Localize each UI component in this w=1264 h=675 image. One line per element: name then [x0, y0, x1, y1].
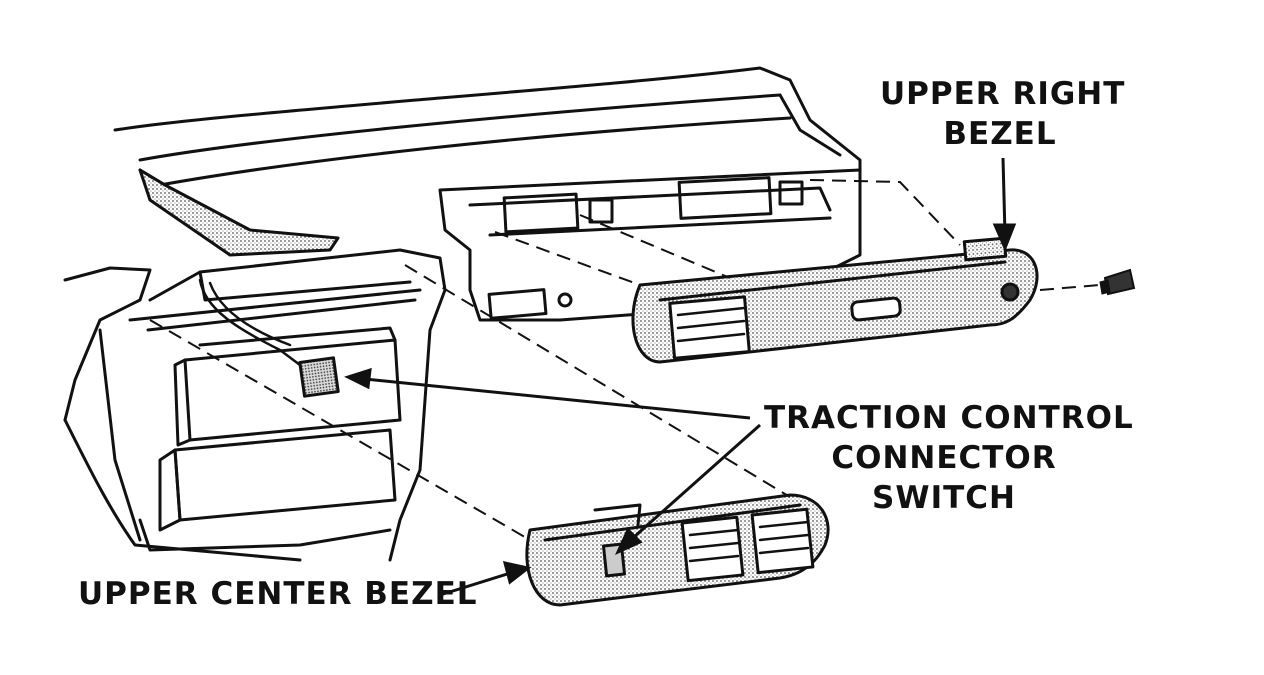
radio-box-upper	[183, 338, 402, 442]
traction-control-label-line2: CONNECTOR	[831, 440, 1057, 476]
upper-center-bezel-label: UPPER CENTER BEZEL	[78, 576, 478, 612]
upper-right-bezel-label-line2: BEZEL	[943, 116, 1057, 152]
left-side-panel	[63, 266, 152, 422]
wiring-harness	[198, 278, 302, 367]
screw-icon	[1099, 268, 1136, 296]
traction-control-label-line1: TRACTION CONTROL	[764, 400, 1134, 436]
upper-right-bezel-vent	[668, 295, 751, 360]
dash-vent-opening-left	[502, 192, 580, 234]
traction-connector	[298, 356, 340, 398]
upper-right-bezel-label: UPPER RIGHT BEZEL	[880, 74, 1126, 154]
left-hood	[138, 168, 340, 257]
assembly-guide-lines	[149, 179, 1101, 541]
arrow-traction-switch	[624, 423, 761, 547]
dash-top-outline	[113, 66, 862, 252]
arrow-upper-right-bezel	[1001, 157, 1007, 236]
leader-arrows	[344, 157, 1017, 597]
traction-control-label-line3: SWITCH	[872, 480, 1016, 516]
dash-vent-opening-right	[677, 176, 773, 220]
right-upper-dash-frame	[438, 168, 862, 322]
arrow-traction-connector	[354, 376, 751, 420]
upper-right-bezel-label-line1: UPPER RIGHT	[880, 76, 1126, 112]
dash-crown-ridge	[138, 93, 782, 162]
traction-control-label: TRACTION CONTROL CONNECTOR SWITCH	[764, 398, 1134, 518]
center-opening-frame	[148, 248, 447, 562]
